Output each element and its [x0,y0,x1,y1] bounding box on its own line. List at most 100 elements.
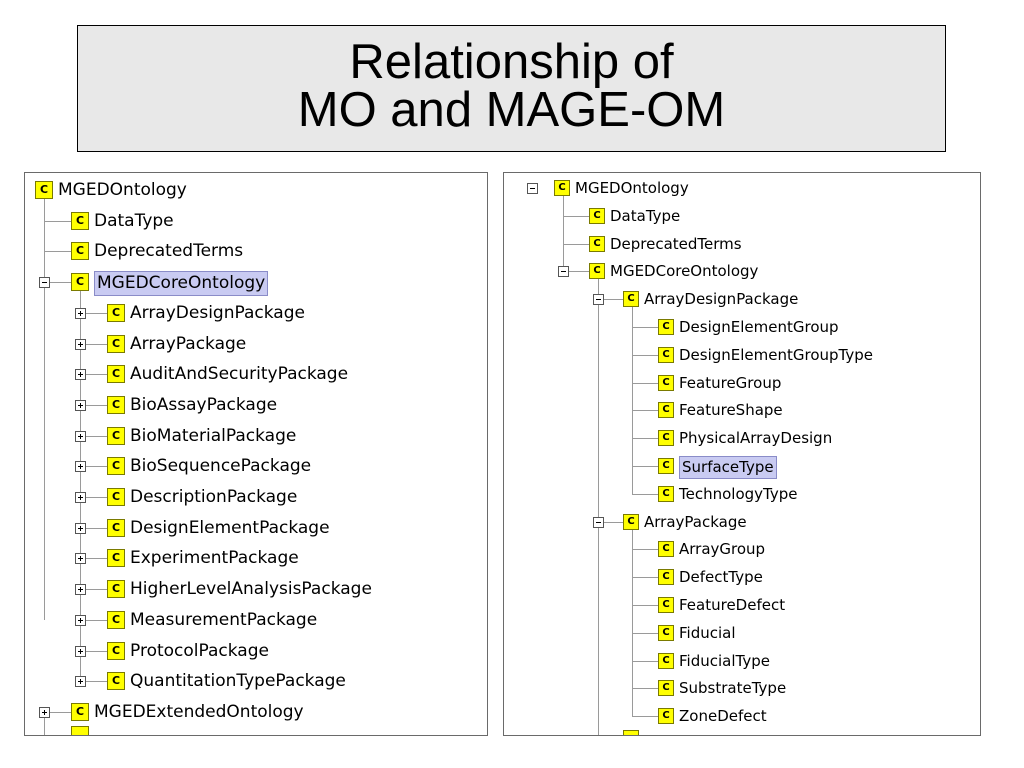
tree-node-label[interactable]: BioSequencePackage [130,455,312,476]
tree-connector [80,436,107,437]
tree-node-label[interactable]: FeatureShape [679,400,783,419]
collapse-toggle-icon[interactable] [39,277,50,288]
expand-toggle-icon[interactable] [75,584,86,595]
tree-node-label[interactable]: DefectType [679,567,763,586]
expand-toggle-icon[interactable] [75,523,86,534]
tree-node-label[interactable]: BioMaterialPackage [130,425,297,446]
expand-toggle-icon[interactable] [75,308,86,319]
expand-toggle-icon[interactable] [75,646,86,657]
tree-node-label[interactable]: FeatureDefect [679,595,786,614]
expand-toggle-icon[interactable] [75,492,86,503]
expand-toggle-icon[interactable] [75,553,86,564]
tree-node-label[interactable]: ProtocolPackage [130,640,269,661]
expand-toggle-icon[interactable] [75,676,86,687]
tree-node-label[interactable]: ArrayDesignPackage [130,302,305,323]
tree-node-label[interactable]: HigherLevelAnalysisPackage [130,578,372,599]
tree-node-label[interactable]: ArrayDesignPackage [644,289,799,308]
tree-node-label[interactable]: DeprecatedTerms [94,240,244,261]
collapse-toggle-icon[interactable] [527,183,538,194]
tree-node-label[interactable]: MGEDCoreOntology [94,270,269,296]
tree-node-label[interactable]: ArrayPackage [130,333,247,354]
tree-node-label[interactable]: MGEDCoreOntology [610,261,759,280]
tree-node-label[interactable]: DescriptionPackage [130,486,298,507]
tree-node-label[interactable]: AuditAndSecurityPackage [130,363,349,384]
tree-node-label[interactable]: ArrayGroup [679,539,766,558]
collapse-toggle-icon[interactable] [558,266,569,277]
expand-toggle-icon[interactable] [75,400,86,411]
tree-connector [80,405,107,406]
tree-node-label[interactable]: DesignElementGroup [679,317,839,336]
tree-node-label[interactable]: DataType [94,210,174,231]
class-icon: C [658,347,674,363]
tree-node-label[interactable]: FiducialType [679,651,770,670]
tree-node-label[interactable]: ExperimentPackage [130,547,299,568]
expand-toggle-icon[interactable] [75,339,86,350]
tree-node-label[interactable]: MeasurementPackage [130,609,318,630]
tree-node-label[interactable]: SurfaceType [679,455,777,479]
collapse-toggle-icon[interactable] [593,517,604,528]
expand-toggle-icon[interactable] [75,461,86,472]
expand-toggle-icon[interactable] [75,615,86,626]
tree-node-label[interactable]: BioAssayPackage [130,394,278,415]
tree-node-label[interactable]: ArrayPackage [644,512,747,531]
tree-node-label[interactable]: ZoneDefect [679,706,767,725]
tree-node-label[interactable]: MGEDExtendedOntology [94,701,304,722]
expand-toggle-icon[interactable] [75,369,86,380]
tree-node-label[interactable]: DataType [610,206,681,225]
tree-node-label[interactable]: SubstrateType [679,678,787,697]
tree-node-label[interactable]: PhysicalArrayDesign [679,428,833,447]
expand-toggle-icon[interactable] [75,431,86,442]
tree-node-label[interactable]: DeprecatedTerms [610,234,742,253]
tree-node-label[interactable]: Fiducial [679,623,736,642]
tree-node[interactable]: C DesignElementGroupType [504,344,980,366]
collapse-toggle-icon[interactable] [593,294,604,305]
tree-node-label[interactable]: FeatureGroup [679,373,782,392]
tree-node-label[interactable]: MGEDOntology [58,179,187,200]
expand-toggle-icon[interactable] [39,707,50,718]
tree-node-label[interactable]: DesignElementGroupType [679,345,874,364]
tree-node-label[interactable]: DesignElementPackage [130,517,330,538]
tree-node-label[interactable]: QuantitationTypePackage [130,670,346,691]
tree-node-label[interactable]: MGEDOntology [575,178,689,197]
tree-node-label[interactable]: TechnologyType [679,484,798,503]
